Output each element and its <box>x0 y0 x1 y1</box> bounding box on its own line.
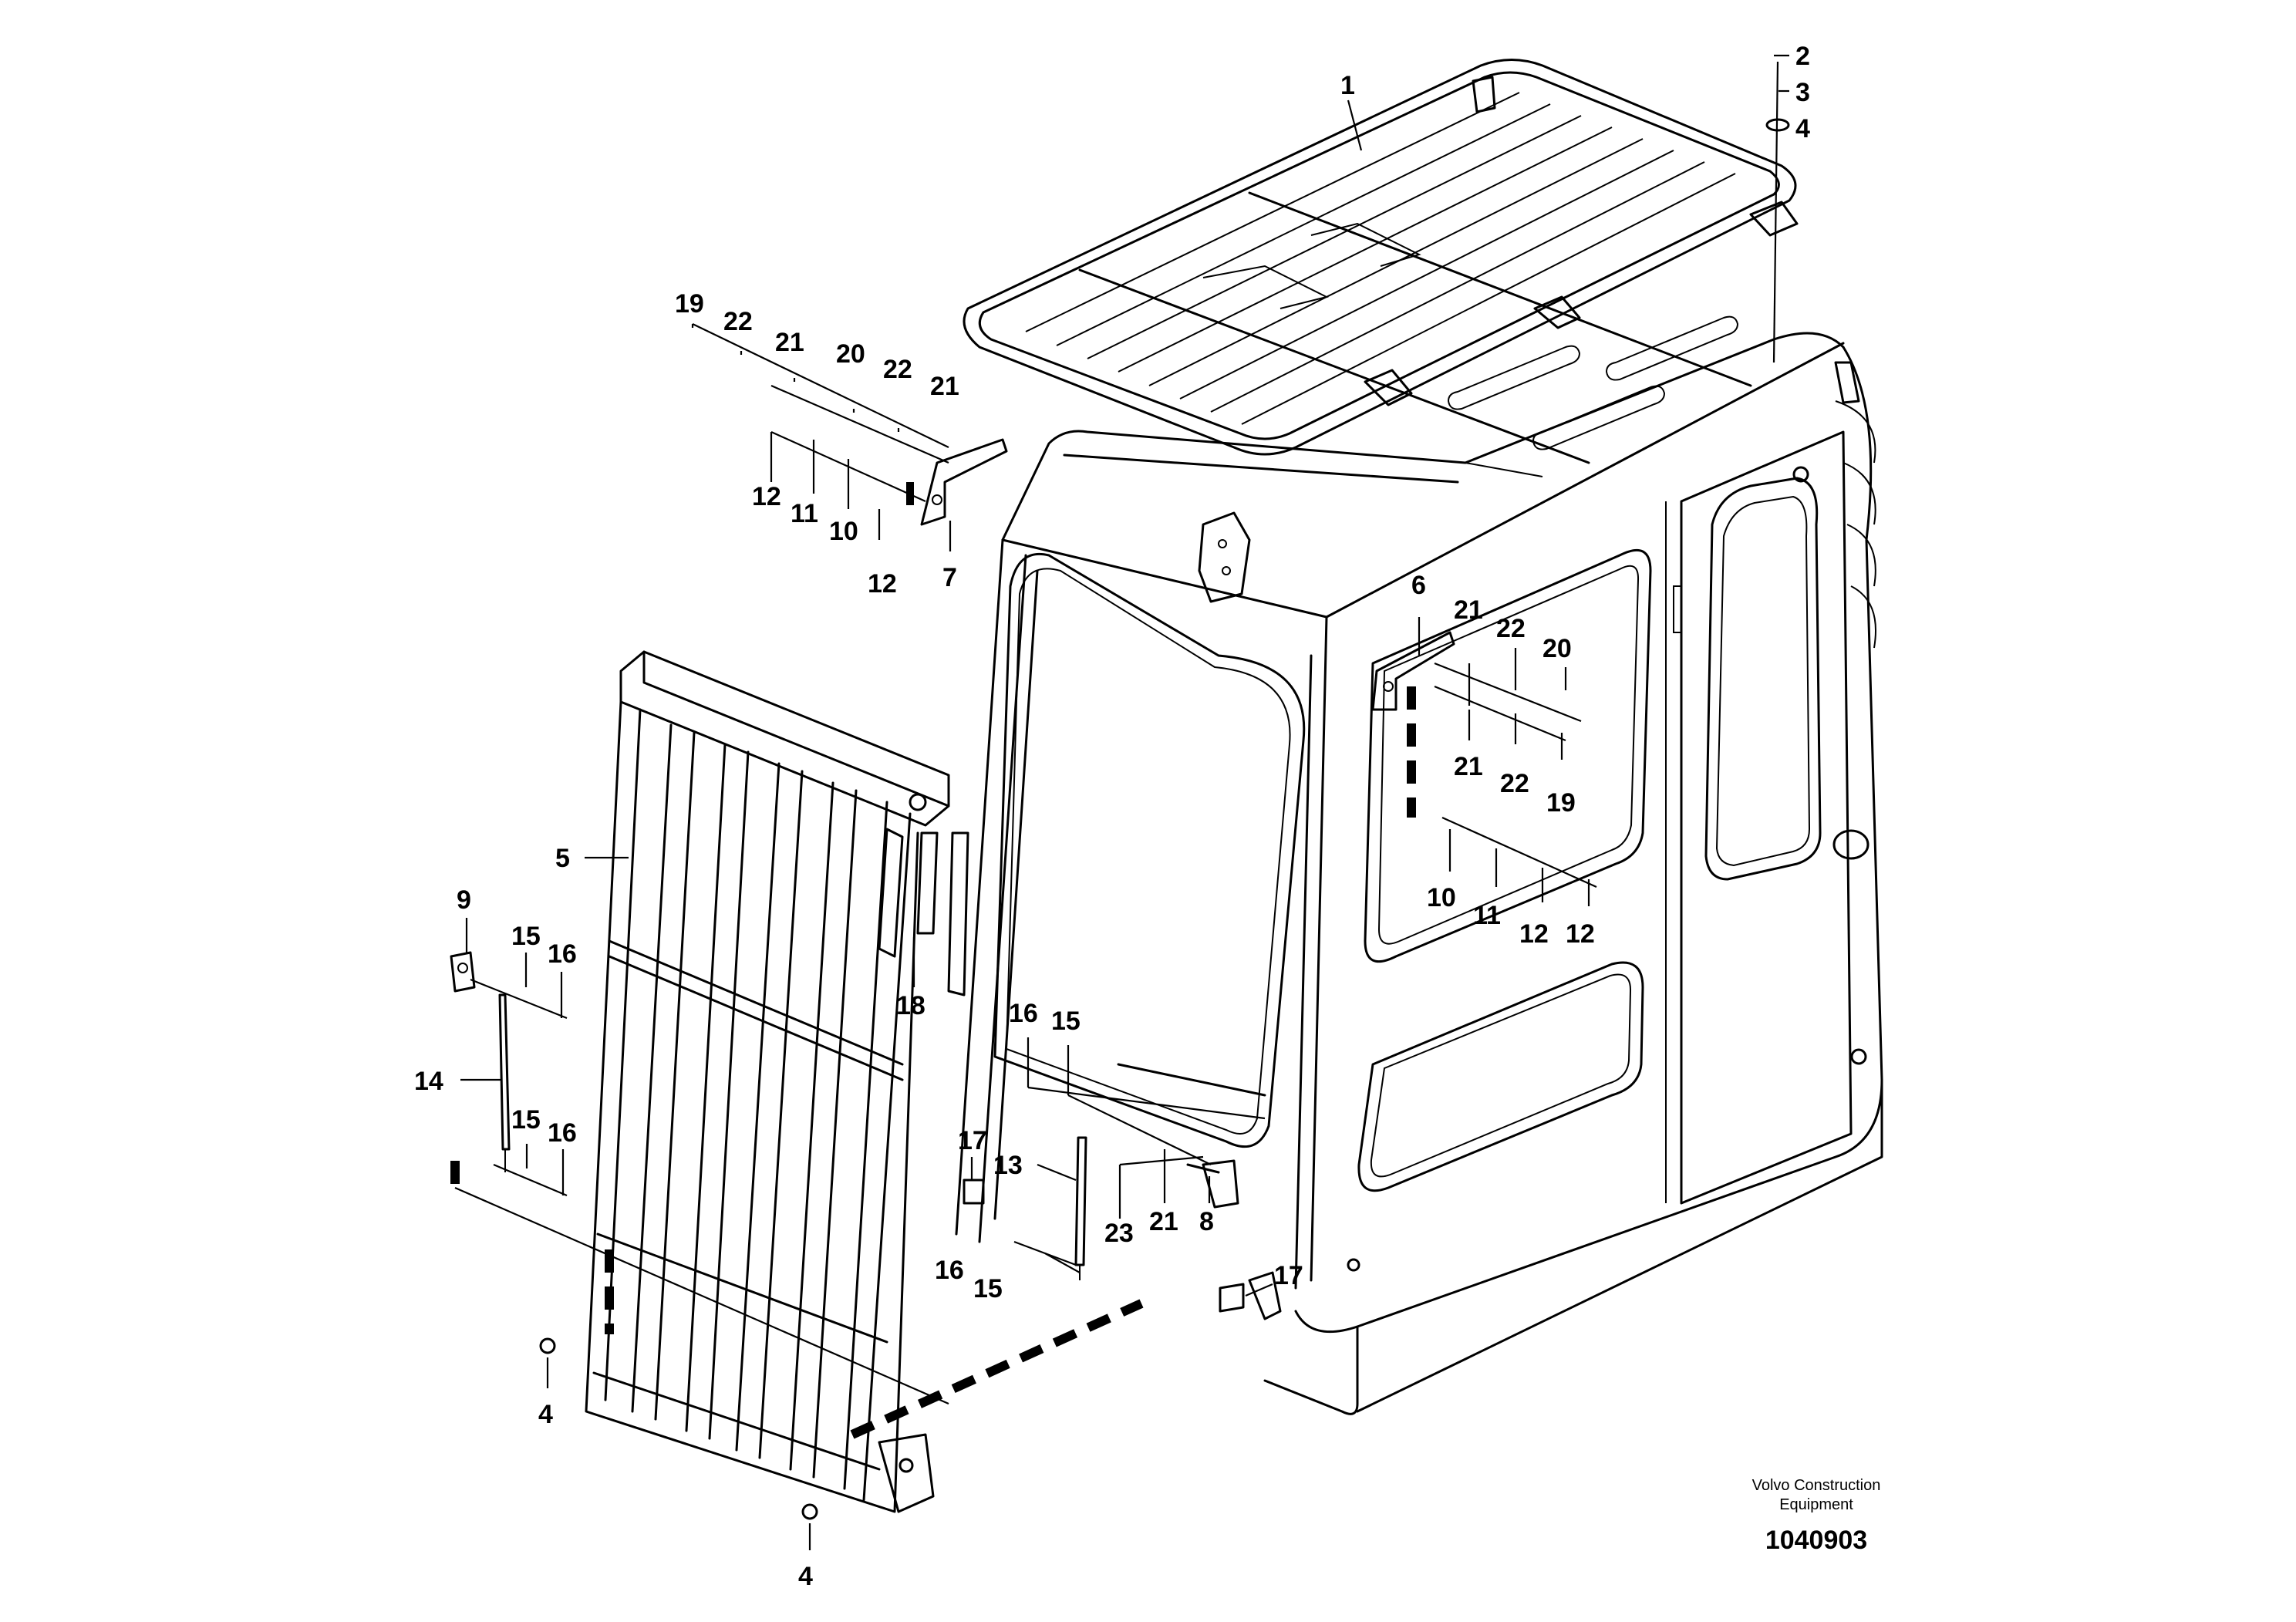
callout-21-mid: 21 <box>1149 1207 1178 1236</box>
callout-19-left: 19 <box>675 289 704 319</box>
callout-6: 6 <box>1411 571 1426 600</box>
callout-16-mid: 16 <box>1009 999 1038 1028</box>
callout-22-right-b: 22 <box>1500 769 1529 798</box>
callout-21-left-b: 21 <box>930 372 959 401</box>
callout-4-bottom: 4 <box>798 1562 813 1591</box>
title-block: Volvo Construction Equipment 1040903 <box>1752 1477 1881 1555</box>
document-number: 1040903 <box>1765 1526 1867 1555</box>
callout-1: 1 <box>1340 71 1355 100</box>
callout-16-left-b: 16 <box>548 1118 577 1148</box>
callout-12-right-a: 12 <box>1519 919 1549 949</box>
callout-22-left-b: 22 <box>883 355 912 384</box>
callout-15-left-a: 15 <box>511 922 541 951</box>
callout-8: 8 <box>1199 1207 1214 1236</box>
callout-16-low: 16 <box>935 1256 964 1285</box>
callout-12-right-b: 12 <box>1566 919 1595 949</box>
callout-23: 23 <box>1104 1219 1134 1248</box>
callout-5: 5 <box>555 844 570 873</box>
callout-22-right-a: 22 <box>1496 614 1526 643</box>
callout-21-left-a: 21 <box>775 328 804 357</box>
brand-line-2: Equipment <box>1779 1496 1853 1513</box>
callout-20-right: 20 <box>1542 634 1572 663</box>
callout-17-left: 17 <box>958 1126 987 1155</box>
callout-7: 7 <box>942 563 957 592</box>
callout-11-right: 11 <box>1473 901 1501 930</box>
callout-22-left-a: 22 <box>723 307 753 336</box>
callout-3: 3 <box>1795 78 1810 107</box>
callout-21-right-a: 21 <box>1454 595 1483 625</box>
brand-line-1: Volvo Construction <box>1752 1477 1881 1494</box>
hardware <box>450 118 1790 1520</box>
leader-lines <box>454 54 1789 1550</box>
callout-10-left: 10 <box>829 517 858 546</box>
callout-12-left-a: 12 <box>752 482 781 511</box>
callout-2: 2 <box>1795 42 1810 71</box>
callout-16-left-a: 16 <box>548 939 577 969</box>
callout-4-left: 4 <box>538 1400 553 1429</box>
callout-17-right: 17 <box>1274 1261 1303 1290</box>
callout-15-mid: 15 <box>1051 1007 1081 1036</box>
callout-21-right-b: 21 <box>1454 752 1483 781</box>
callout-10-right: 10 <box>1427 883 1456 912</box>
front-guard <box>585 650 969 1513</box>
callout-11-left: 11 <box>791 499 818 528</box>
callout-18: 18 <box>896 991 925 1020</box>
callout-15-left-b: 15 <box>511 1105 541 1135</box>
callout-15-low: 15 <box>973 1274 1003 1303</box>
roof-guard <box>963 59 1799 464</box>
callout-14: 14 <box>414 1067 443 1096</box>
callout-12-left-b: 12 <box>868 569 897 599</box>
callout-4-top: 4 <box>1795 114 1810 143</box>
cab-body <box>955 315 1883 1415</box>
callout-labels: 1 2 3 4 19 22 21 20 22 21 12 11 10 12 7 … <box>414 42 1810 1591</box>
callout-19-right: 19 <box>1546 788 1576 818</box>
callout-13: 13 <box>993 1151 1023 1180</box>
callout-9: 9 <box>457 885 471 915</box>
callout-20-left: 20 <box>836 339 865 369</box>
